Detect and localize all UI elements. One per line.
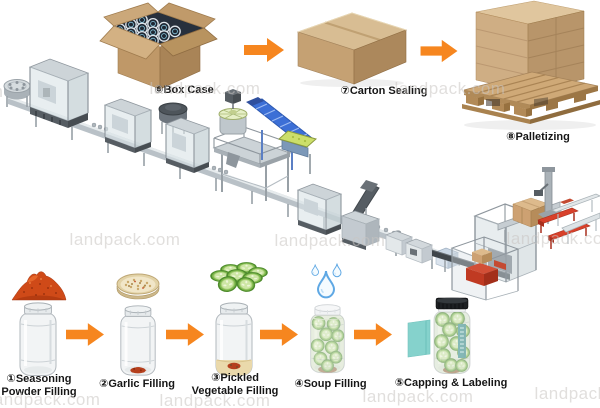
cap-elevator — [340, 180, 381, 250]
labeling-machines — [385, 230, 459, 270]
case-erector-cell — [450, 236, 520, 301]
arrow-icon — [244, 38, 284, 62]
arrow-icon — [66, 323, 104, 346]
filling-machine-1 — [28, 58, 90, 128]
watermark: landpack.com — [362, 387, 474, 406]
step-label-seasoning: ①Seasoning Powder Filling — [1, 373, 77, 398]
jar-soup-filled — [309, 303, 346, 375]
multihead-weigher — [212, 89, 292, 201]
arrow-icon — [166, 323, 204, 346]
jar-garlic — [119, 304, 157, 377]
step-label-palletizing: ⑧Palletizing — [506, 131, 570, 143]
step-label-carton-sealing: ⑦Carton Sealing — [340, 85, 428, 97]
capping-machine — [296, 183, 343, 235]
step-label-garlic: ②Garlic Filling — [99, 378, 175, 390]
jar-empty — [18, 301, 58, 377]
step-label-soup: ④Soup Filling — [294, 378, 367, 390]
arrow-icon — [354, 323, 392, 346]
jar-cap — [435, 297, 469, 310]
filling-machine-2 — [103, 98, 153, 153]
capped-labeled-jar-icon — [407, 297, 472, 375]
mixing-tank — [158, 102, 188, 136]
rotary-table — [3, 79, 31, 107]
garlic-bowl-icon — [116, 273, 160, 300]
cucumber-slices-icon — [210, 262, 268, 294]
production-line-illustration — [3, 58, 600, 301]
chili-powder-pile-icon — [11, 271, 67, 301]
step-label-box-case: ⑥Box Case — [154, 84, 214, 96]
carton-outfeed — [497, 197, 561, 242]
filling-machine-3 — [164, 117, 211, 173]
watermark: landpack.com — [534, 384, 600, 403]
jar-pickled-vegetable — [214, 301, 254, 377]
case-packer-cell — [473, 203, 538, 283]
sealed-carton-icon — [296, 12, 408, 87]
arrow-icon — [260, 323, 298, 346]
step-label-pickled: ③Pickled Vegetable Filling — [191, 372, 279, 397]
step-label-capping-labeling: ⑤Capping & Labeling — [394, 377, 508, 389]
vibrating-feeder — [277, 130, 318, 174]
label-wrap-panel — [407, 319, 431, 358]
pallet-blocks — [466, 92, 586, 117]
roller-conveyor-racks — [550, 193, 600, 244]
open-carton-with-jars-icon — [99, 2, 218, 90]
water-drops-icon — [311, 263, 342, 299]
pallet-stack-icon — [462, 0, 600, 130]
